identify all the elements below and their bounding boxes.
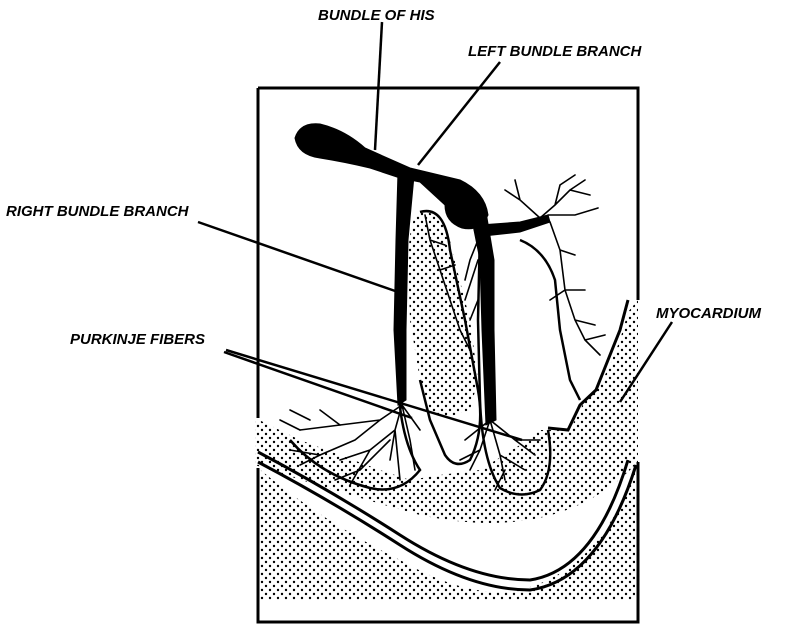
bundle-of-his [295, 124, 488, 229]
leader-purkinje-1 [224, 352, 412, 418]
label-right-bundle-branch: RIGHT BUNDLE BRANCH [6, 203, 190, 220]
label-purkinje-fibers: PURKINJE FIBERS [70, 331, 205, 348]
leader-right-bundle-branch [198, 222, 398, 292]
leader-left-bundle-branch [418, 62, 500, 165]
label-bundle-of-his: BUNDLE OF HIS [318, 7, 435, 24]
label-myocardium: MYOCARDIUM [656, 305, 761, 322]
septum-region [408, 212, 478, 418]
label-left-bundle-branch: LEFT BUNDLE BRANCH [468, 43, 642, 60]
leader-bundle-of-his [375, 22, 382, 150]
